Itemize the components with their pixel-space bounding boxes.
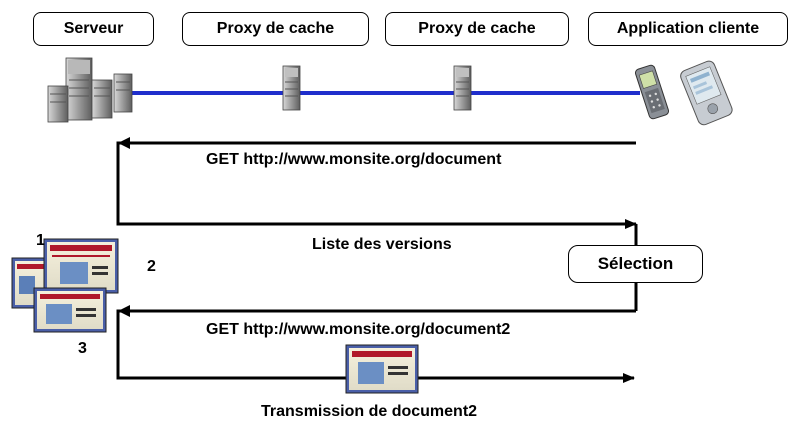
server-icon <box>47 57 133 123</box>
pda-icon <box>680 60 733 126</box>
step-number: 3 <box>78 340 87 357</box>
request-arrow <box>116 141 637 229</box>
proxy-server-icon <box>282 65 301 111</box>
document2-icon <box>345 344 419 394</box>
mobile-phone-icon <box>634 64 670 120</box>
get-document2-label: GET http://www.monsite.org/document2 <box>206 321 511 338</box>
selection-box: Sélection <box>568 245 703 283</box>
request-arrowhead <box>118 137 130 149</box>
get-document-label: GET http://www.monsite.org/document <box>206 151 502 168</box>
request2-arrowhead <box>118 305 130 317</box>
step-number: 1 <box>36 232 45 249</box>
server-node-label: Serveur <box>33 12 154 46</box>
proxy-node-label: Proxy de cache <box>182 12 369 46</box>
version-list-label: Liste des versions <box>312 236 452 253</box>
step-number: 2 <box>147 258 156 275</box>
document-version-icon <box>43 238 119 294</box>
proxy-server-icon <box>453 65 472 111</box>
client-node-label: Application cliente <box>588 12 788 46</box>
document-version-icon <box>33 287 107 333</box>
proxy-node-label: Proxy de cache <box>385 12 569 46</box>
transmission-label: Transmission de document2 <box>261 403 478 420</box>
